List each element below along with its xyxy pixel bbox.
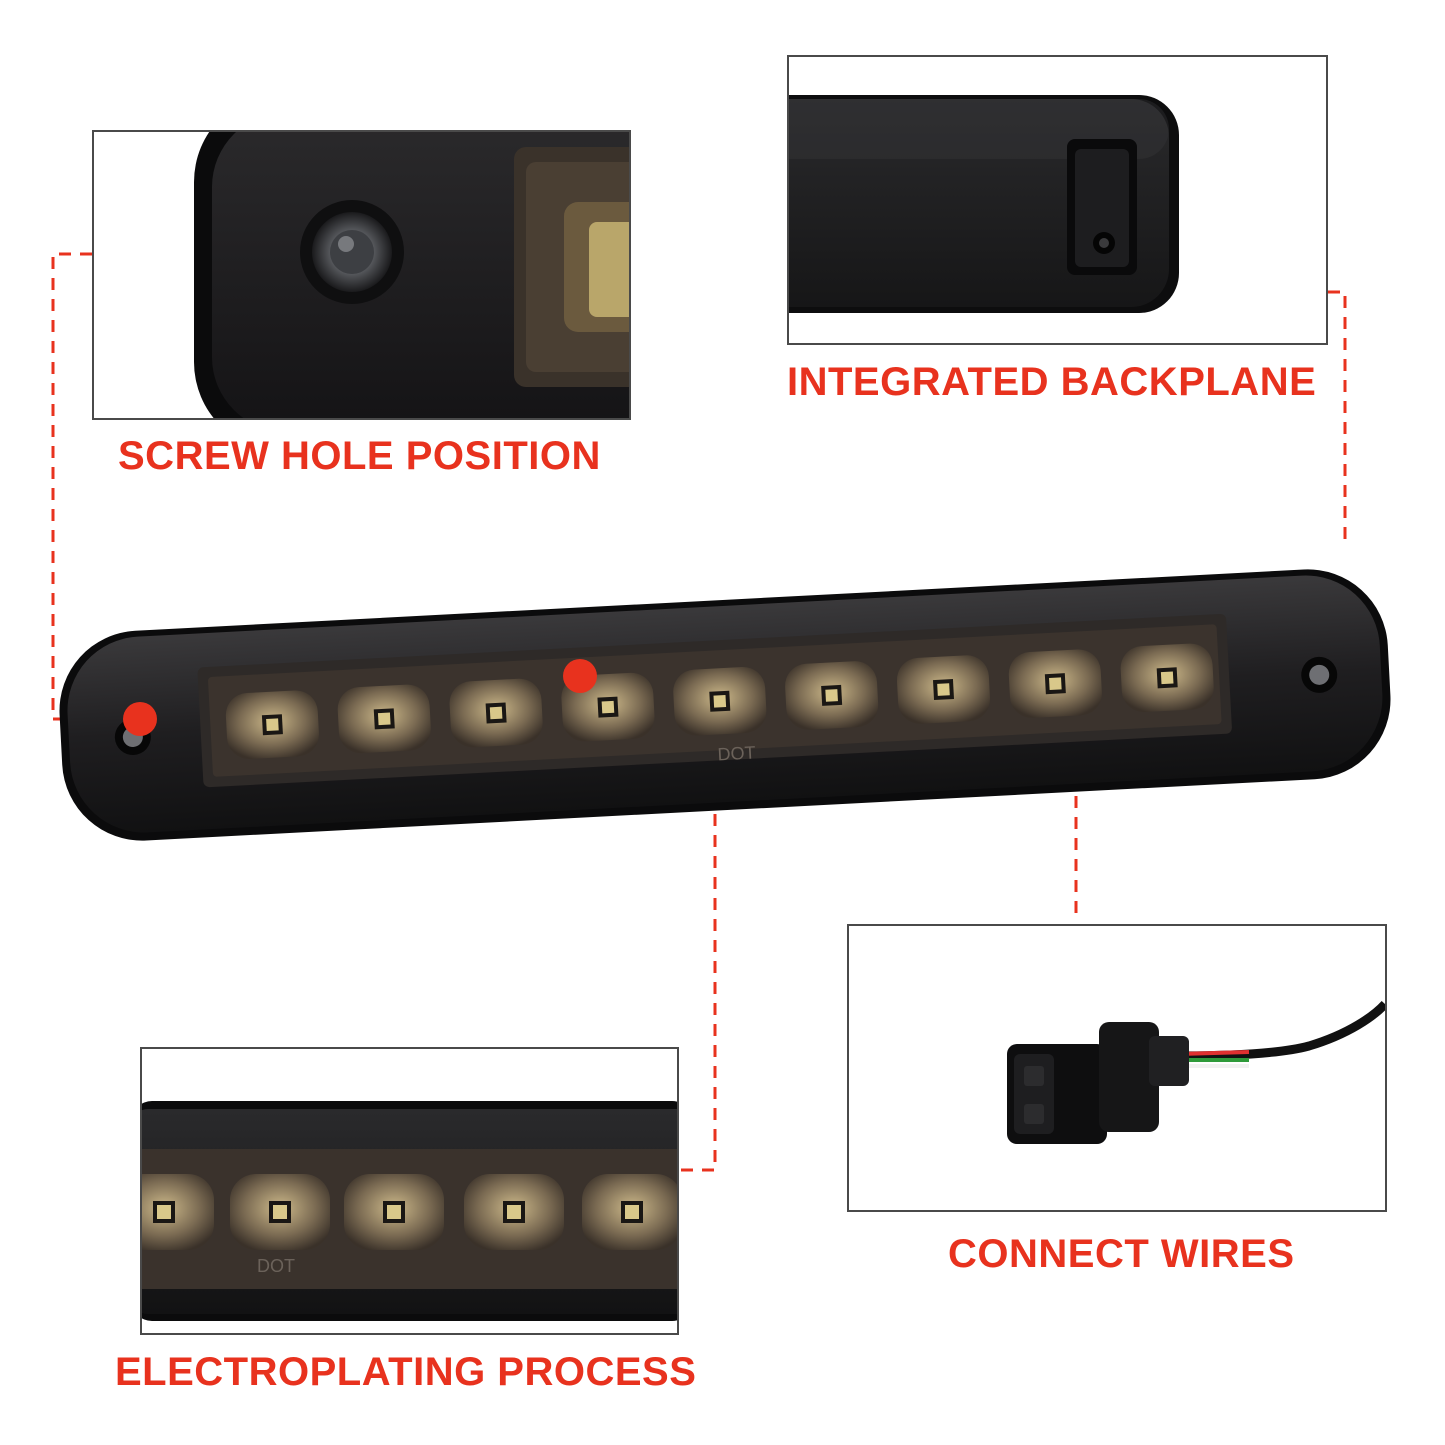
led-chip-icon xyxy=(1008,649,1102,718)
caption-electroplating: ELECTROPLATING PROCESS xyxy=(115,1350,697,1394)
caption-wires: CONNECT WIRES xyxy=(948,1232,1295,1276)
led-chip-icon xyxy=(673,667,767,736)
caption-screw-hole: SCREW HOLE POSITION xyxy=(118,434,601,478)
connector-plug-icon xyxy=(1007,1022,1189,1144)
caption-backplane: INTEGRATED BACKPLANE xyxy=(787,360,1317,404)
leader-backplane xyxy=(1328,290,1347,545)
led-chip-icon xyxy=(785,661,879,730)
led-chip-icon xyxy=(1120,643,1214,713)
led-chip-icon xyxy=(344,1174,444,1250)
hotspot-screw-hole[interactable] xyxy=(123,702,157,736)
backplane-slot xyxy=(1067,139,1137,275)
inset-backplane xyxy=(787,55,1328,345)
led-chip-icon xyxy=(225,690,319,759)
led-chip-icon xyxy=(582,1174,677,1250)
screw-hole-photo xyxy=(194,132,629,418)
led-chip-icon xyxy=(337,684,431,754)
wires-photo xyxy=(849,926,1385,1210)
led-chip-icon xyxy=(896,655,991,724)
hotspot-electroplating[interactable] xyxy=(563,659,597,693)
electroplating-led-row xyxy=(142,1174,677,1250)
led-row xyxy=(225,643,1214,759)
led-chip-icon xyxy=(230,1174,330,1250)
dot-marking: DOT xyxy=(717,742,756,764)
led-chip-icon xyxy=(449,678,543,748)
led-chip-icon xyxy=(142,1174,214,1250)
backplane-photo xyxy=(789,95,1179,313)
inset-screw-hole xyxy=(92,130,631,420)
electroplating-photo: DOT xyxy=(142,1049,677,1333)
screw-hole-icon xyxy=(1301,656,1338,693)
screw-hole-icon xyxy=(300,200,404,304)
electroplating-dot-marking: DOT xyxy=(257,1256,295,1276)
inset-wires xyxy=(847,924,1387,1212)
inset-electroplating: DOT xyxy=(140,1047,679,1335)
led-chip-icon xyxy=(464,1174,564,1250)
